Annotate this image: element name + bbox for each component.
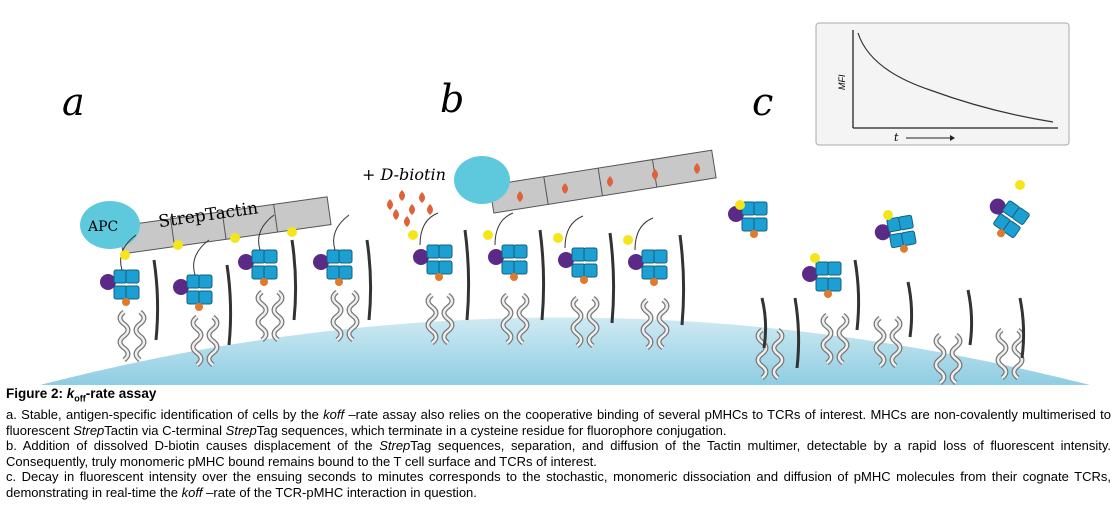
tcr — [873, 316, 903, 368]
coreceptor — [853, 259, 861, 331]
pmhc-monomer — [802, 261, 842, 298]
coreceptor — [760, 297, 768, 349]
pmhc-monomer — [313, 249, 353, 286]
caption-paragraph-a: a. Stable, antigen-specific identificati… — [6, 407, 1111, 438]
coreceptor — [906, 281, 914, 338]
fluorophore — [483, 230, 493, 240]
pmhc-monomer — [173, 274, 213, 311]
caption-paragraph-b: b. Addition of dissolved D-biotin causes… — [6, 438, 1111, 469]
fluorophore — [173, 240, 183, 250]
fluorophore — [553, 233, 563, 243]
dbiotin-drop — [387, 199, 393, 210]
coreceptor — [225, 264, 233, 346]
pmhc-monomer — [488, 244, 528, 281]
t-cell-surface — [40, 317, 1090, 385]
streptag — [607, 176, 613, 187]
panel-label-c: c — [752, 80, 773, 124]
figure-caption: Figure 2: koff-rate assay a. Stable, ant… — [6, 386, 1111, 500]
streptag — [652, 169, 658, 180]
dbiotin-molecules — [387, 190, 433, 227]
fluorophore — [287, 227, 297, 237]
coreceptor — [966, 289, 974, 346]
streptag — [562, 183, 568, 194]
panel-label-b: b — [440, 77, 464, 121]
mfi-decay-inset: MFI t — [815, 22, 1070, 146]
fluorophore — [408, 230, 418, 240]
pmhc-monomer — [874, 214, 917, 253]
tcr — [933, 333, 963, 385]
pmhc-monomer — [558, 247, 598, 284]
tcr — [255, 290, 285, 342]
tcr — [117, 310, 147, 362]
apc-fluorophore — [80, 201, 140, 249]
dbiotin-label: + D-biotin — [362, 165, 446, 184]
pmhc-monomer — [989, 198, 1030, 238]
panel-label-a: a — [62, 80, 85, 124]
coreceptor — [152, 259, 160, 341]
fluorophore — [120, 250, 130, 260]
caption-title: Figure 2: koff-rate assay — [6, 386, 157, 404]
fluorophore — [1015, 180, 1025, 190]
coreceptor — [608, 232, 616, 324]
coreceptor — [365, 239, 373, 321]
coreceptor — [1018, 297, 1026, 359]
tcr — [330, 290, 360, 342]
tcr — [640, 298, 670, 350]
tcr — [570, 296, 600, 348]
t-axis-label: t — [894, 131, 899, 144]
mfi-decay-curve — [857, 32, 1054, 123]
fluorophore — [810, 253, 820, 263]
pmhc-monomer — [238, 249, 278, 286]
dbiotin-drop — [404, 216, 410, 227]
pmhc-monomer — [413, 244, 453, 281]
dbiotin-drop — [399, 190, 405, 201]
dbiotin-drop — [409, 204, 415, 215]
tcr — [820, 313, 850, 365]
fluorophore — [883, 210, 893, 220]
caption-paragraph-c: c. Decay in fluorescent intensity over t… — [6, 469, 1111, 500]
coreceptor — [793, 297, 801, 369]
pmhc-monomer — [628, 249, 668, 286]
apc-label: APC — [87, 219, 118, 235]
coreceptor — [538, 229, 546, 321]
tcr — [190, 315, 220, 367]
fluorophore — [735, 200, 745, 210]
streptag — [694, 163, 700, 174]
tcr — [500, 293, 530, 345]
apc-fluorophore-detached — [454, 156, 510, 204]
streptactin-multimer-b — [488, 149, 717, 214]
pmhc-monomer — [728, 201, 768, 238]
coreceptor — [678, 234, 686, 326]
tcr — [425, 293, 455, 345]
dbiotin-drop — [419, 192, 425, 203]
streptag — [517, 191, 523, 202]
pmhc-monomer — [100, 269, 140, 306]
dbiotin-drop — [427, 204, 433, 215]
dbiotin-drop — [393, 209, 399, 220]
fluorophore — [623, 235, 633, 245]
tcr — [755, 328, 785, 380]
coreceptor — [290, 239, 298, 321]
coreceptor — [463, 229, 471, 321]
tcr — [995, 328, 1025, 380]
koff-assay-illustration: a b c StrepTactin APC + D-biotin MFI t — [40, 22, 1090, 385]
fluorophore — [230, 233, 240, 243]
mfi-axis-label: MFI — [837, 74, 847, 90]
